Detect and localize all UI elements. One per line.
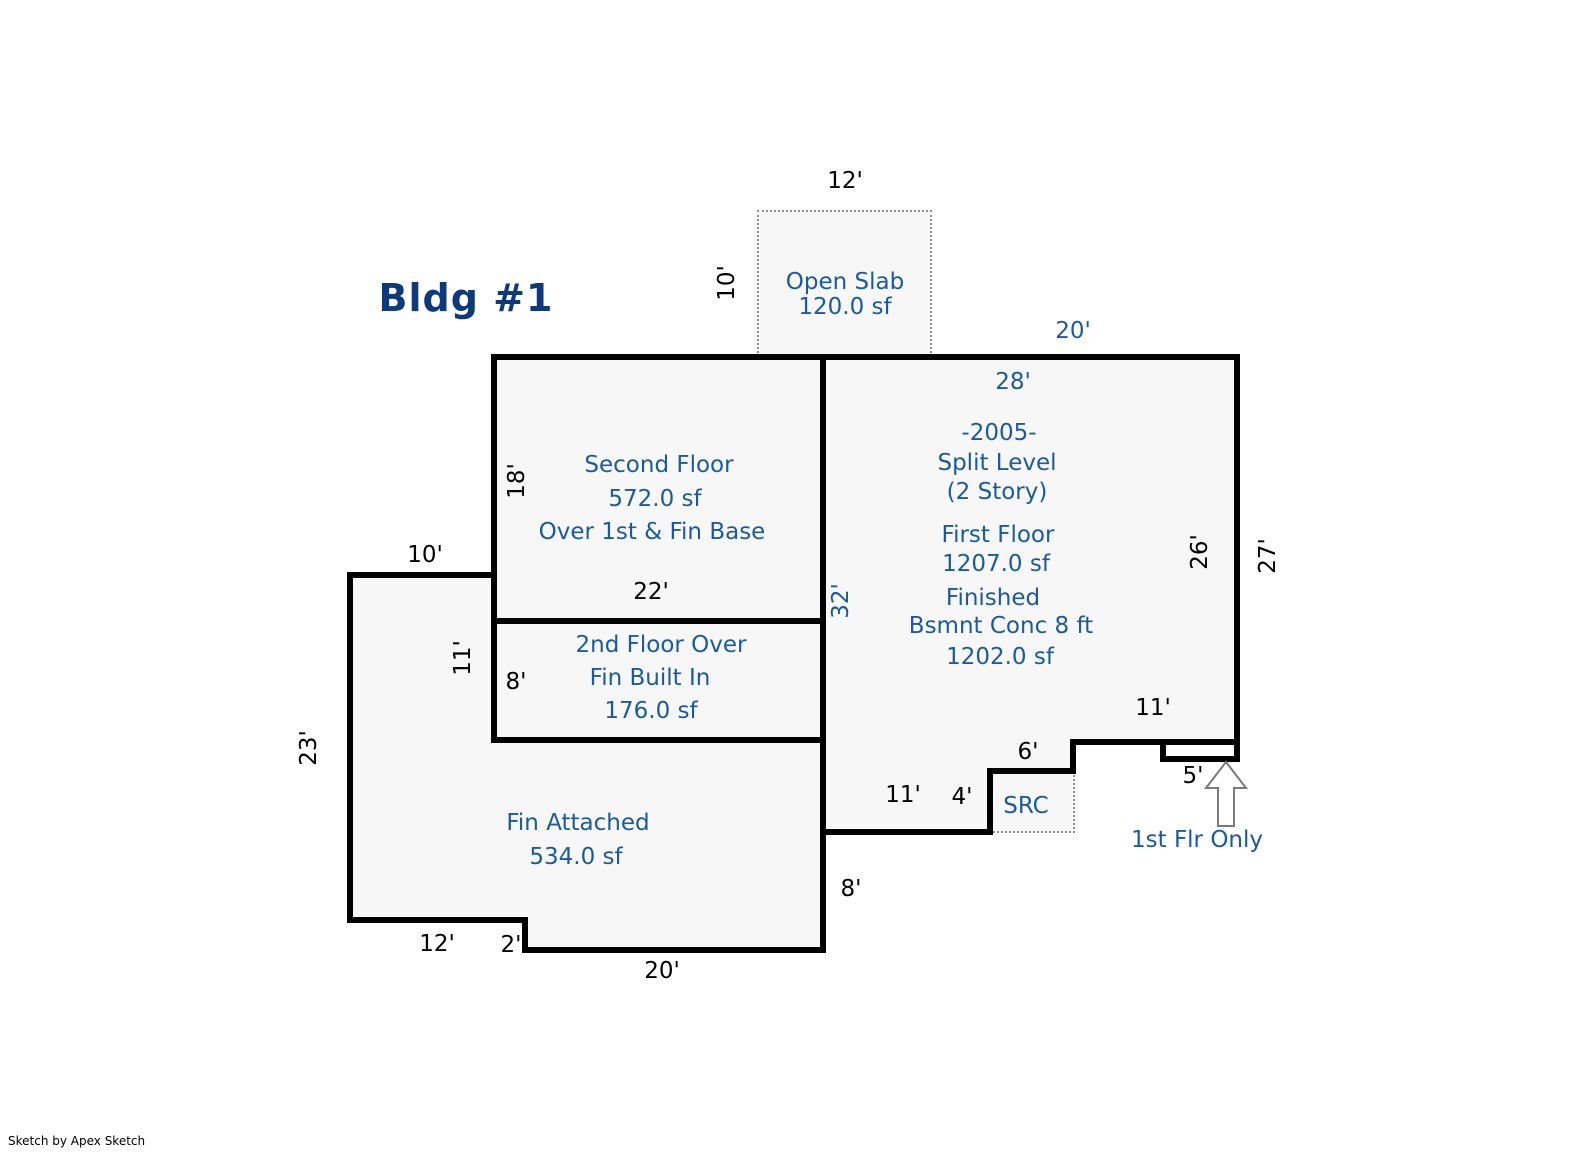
src-name: SRC (1003, 793, 1049, 820)
split-level-style: Split Level (937, 450, 1057, 477)
open-slab-area: 120.0 sf (798, 294, 892, 321)
stoop-note: 1st Flr Only (1130, 827, 1264, 854)
dim-fin-attached-top: 10' (407, 542, 443, 568)
page-title: Bldg #1 (378, 276, 554, 320)
wall-2nd-floor-over-bottom (491, 737, 826, 743)
split-level-year: -2005- (961, 420, 1037, 447)
open-slab-name: Open Slab (785, 269, 905, 296)
fin-attached-area: 534.0 sf (529, 844, 623, 871)
fin-attached-region-mid (494, 743, 525, 920)
wall-fin-attached-bottom (522, 947, 826, 953)
dim-fin-attached-bottom: 20' (644, 958, 680, 984)
2nd-floor-over-area: 176.0 sf (604, 698, 698, 725)
dim-second-floor-height: 18' (504, 463, 530, 499)
wall-bottom-right (1070, 739, 1240, 745)
wall-notch-step (1070, 739, 1076, 774)
split-level-stories: (2 Story) (946, 479, 1048, 506)
dim-fin-attached-left: 23' (296, 730, 322, 766)
src-region (990, 771, 1075, 833)
2nd-floor-over-line1: 2nd Floor Over (575, 632, 747, 659)
wall-stoop-left (1160, 742, 1166, 762)
wall-second-floor-left (491, 354, 497, 743)
basement-line1: Finished (945, 585, 1041, 612)
wall-top (491, 354, 1240, 360)
second-floor-name: Second Floor (584, 452, 734, 479)
basement-area: 1202.0 sf (946, 644, 1054, 671)
dim-first-floor-bottom: 11' (885, 782, 921, 808)
wall-src-left (987, 768, 993, 835)
wall-fin-attached-left (347, 572, 353, 923)
2nd-floor-over-line2: Fin Built In (589, 665, 711, 692)
fin-attached-region-left (350, 575, 494, 920)
wall-src-top (987, 768, 1076, 774)
fin-attached-name: Fin Attached (506, 810, 650, 837)
first-floor-region-notch (990, 742, 1073, 771)
second-floor-region (494, 357, 824, 743)
up-arrow-icon (1203, 760, 1249, 827)
dim-second-floor-width: 22' (633, 579, 669, 605)
dim-open-slab-depth: 10' (714, 265, 740, 301)
wall-fin-attached-top (347, 572, 497, 578)
dim-right-inner: 26' (1187, 534, 1213, 570)
basement-line2: Bsmnt Conc 8 ft (908, 613, 1094, 640)
wall-fin-attached-step (522, 917, 528, 953)
dim-left-inner: 32' (828, 583, 854, 619)
wall-first-floor-bottom (820, 829, 993, 835)
first-floor-region-main (823, 357, 1237, 742)
wall-right (1234, 354, 1240, 762)
first-floor-area: 1207.0 sf (942, 551, 1050, 578)
dim-2nd-floor-over-height: 8' (505, 669, 527, 695)
dim-open-slab-width: 12' (827, 168, 863, 194)
second-floor-note: Over 1st & Fin Base (538, 519, 766, 546)
first-floor-name: First Floor (941, 522, 1055, 549)
wall-center (820, 354, 826, 953)
fin-attached-region-bottom (525, 743, 825, 950)
dim-src-top: 6' (1017, 739, 1039, 765)
footer-credit: Sketch by Apex Sketch (8, 1134, 146, 1148)
dim-fin-attached-step: 2' (500, 932, 522, 958)
second-floor-area: 572.0 sf (608, 486, 702, 513)
dim-top-right: 20' (1055, 318, 1091, 344)
dim-fin-attached-bottom-left: 12' (419, 931, 455, 957)
dim-bottom-right: 11' (1135, 695, 1171, 721)
wall-fin-attached-bottom-left (347, 917, 528, 923)
dim-src-side: 4' (951, 784, 973, 810)
dim-top-inner: 28' (995, 369, 1031, 395)
dim-stoop-width: 5' (1182, 763, 1204, 789)
wall-second-floor-bottom (491, 618, 826, 624)
dim-fin-attached-inner: 11' (450, 640, 476, 676)
dim-right-outer: 27' (1255, 538, 1281, 574)
dim-fin-attached-right: 8' (840, 876, 862, 902)
wall-stoop-bottom (1160, 756, 1240, 762)
first-floor-region-lower (823, 742, 990, 830)
